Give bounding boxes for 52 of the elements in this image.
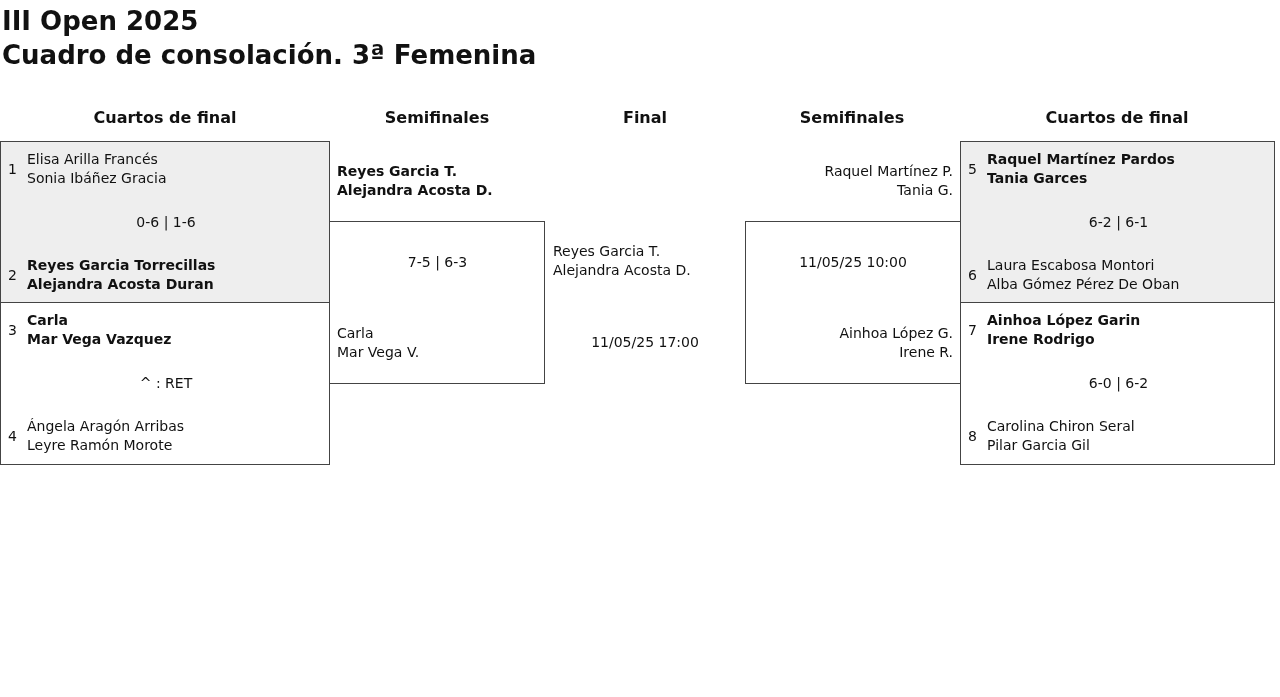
round-heading: Final <box>622 108 668 127</box>
round-heading: Cuartos de final <box>1045 108 1189 127</box>
seed-number: 7 <box>968 321 977 340</box>
seed-number: 8 <box>968 427 977 446</box>
team-player-name: Alejandra Acosta D. <box>553 261 691 280</box>
match-score: 6-2 | 6-1 <box>1088 213 1149 232</box>
round-heading: Semifinales <box>384 108 490 127</box>
player-name: Ainhoa López G. <box>839 324 953 343</box>
player-name: Carolina Chiron Seral <box>987 417 1135 436</box>
match-score: 6-0 | 6-2 <box>1088 374 1149 393</box>
player-name: Raquel Martínez Pardos <box>987 150 1175 169</box>
player-name: Tania Garces <box>987 169 1088 188</box>
seed-number: 2 <box>8 266 17 285</box>
match-score: ^ : RET <box>139 374 193 393</box>
seed-number: 1 <box>8 160 17 179</box>
subtitle: Cuadro de consolación. 3ª Femenina <box>2 40 537 70</box>
player-name: Irene R. <box>899 343 953 362</box>
player-name: Ángela Aragón Arribas <box>27 417 185 436</box>
player-name: Alejandra Acosta Duran <box>27 275 214 294</box>
player-name: Carla <box>27 311 68 330</box>
player-name: Sonia Ibáñez Gracia <box>27 169 167 188</box>
player-name: Raquel Martínez P. <box>824 162 953 181</box>
player-name: Alba Gómez Pérez De Oban <box>987 275 1180 294</box>
match-score: 7-5 | 6-3 <box>407 253 468 272</box>
round-heading: Semifinales <box>799 108 905 127</box>
player-name: Laura Escabosa Montori <box>987 256 1155 275</box>
player-name: Reyes Garcia Torrecillas <box>27 256 216 275</box>
player-name: Tania G. <box>897 181 953 200</box>
player-name: Elisa Arilla Francés <box>27 150 158 169</box>
player-name: Ainhoa López Garin <box>987 311 1141 330</box>
match-box <box>0 141 330 303</box>
player-name: Carla <box>337 324 374 343</box>
player-name: Alejandra Acosta D. <box>337 181 493 200</box>
player-name: Irene Rodrigo <box>987 330 1095 349</box>
player-name: Mar Vega V. <box>337 343 420 362</box>
match-date: 11/05/25 17:00 <box>591 333 699 352</box>
player-name: Leyre Ramón Morote <box>27 436 173 455</box>
team-player-name: Reyes Garcia T. <box>553 242 661 261</box>
seed-number: 4 <box>8 427 17 446</box>
seed-number: 6 <box>968 266 977 285</box>
seed-number: 5 <box>968 160 977 179</box>
player-name: Reyes Garcia T. <box>337 162 458 181</box>
seed-number: 3 <box>8 321 17 340</box>
match-score: 0-6 | 1-6 <box>136 213 196 232</box>
player-name: Mar Vega Vazquez <box>27 330 172 349</box>
title: III Open 2025 <box>2 6 199 36</box>
player-name: Pilar Garcia Gil <box>987 436 1090 455</box>
match-box <box>960 141 1275 303</box>
round-heading: Cuartos de final <box>93 108 237 127</box>
match-box <box>0 302 330 465</box>
match-date: 11/05/25 10:00 <box>799 253 907 272</box>
match-box <box>960 302 1275 465</box>
